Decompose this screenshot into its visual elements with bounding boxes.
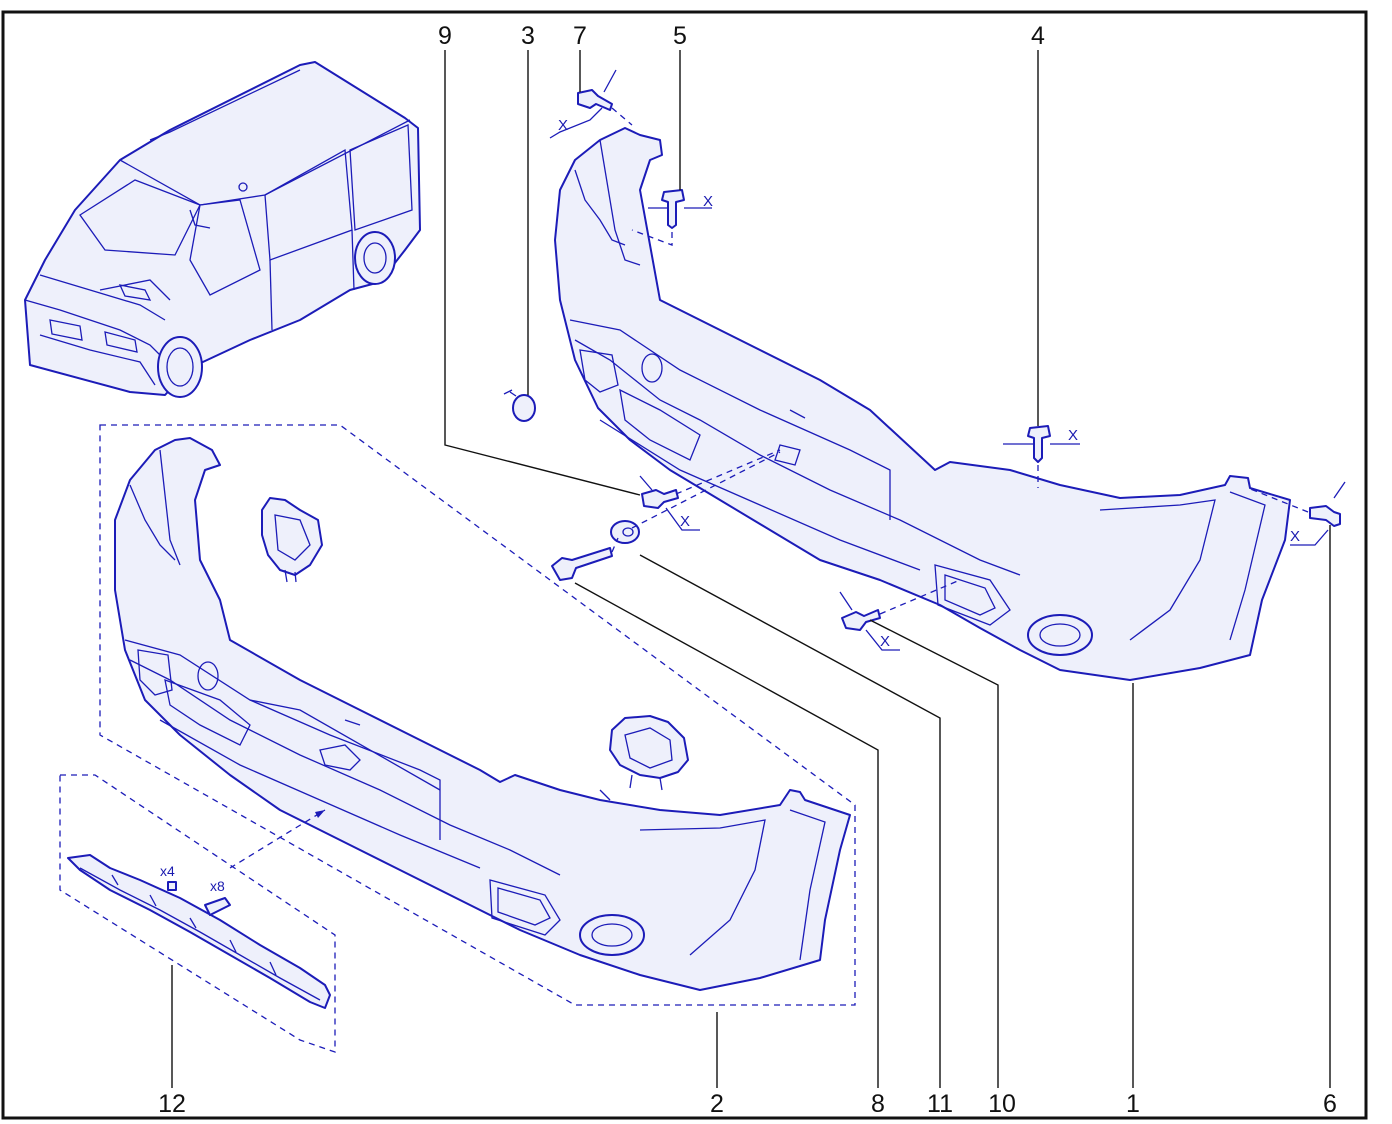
bumper-assembled (554, 127, 1291, 681)
clip-3 (503, 389, 536, 422)
diagram-border (1, 10, 1368, 1120)
callout-10: 10 (988, 1090, 1016, 1118)
callout-11: 11 (927, 1090, 953, 1118)
leader-lines (171, 50, 1331, 1088)
bolt-8 (551, 547, 613, 581)
fastener-7 (549, 69, 617, 139)
callout-6: 6 (1323, 1090, 1337, 1118)
fastener-6 (1290, 481, 1346, 546)
washer-11 (610, 520, 640, 544)
clips-a-quantity: x4 (160, 863, 175, 879)
callout-1: 1 (1126, 1090, 1140, 1118)
torque-mark-6: X (1290, 528, 1300, 545)
torque-mark-9: X (680, 513, 690, 530)
assembly-12-outline (59, 774, 336, 1053)
fastener-4 (1003, 425, 1080, 463)
fastener-9 (639, 475, 700, 531)
torque-mark-7: X (558, 117, 568, 134)
torque-mark-4: X (1068, 427, 1078, 444)
callout-8: 8 (871, 1090, 885, 1118)
torque-mark-5: X (703, 193, 713, 210)
callout-4: 4 (1031, 22, 1045, 50)
strip-assembly-line (229, 809, 326, 869)
fastener-10 (839, 591, 900, 651)
fastener-5 (648, 189, 712, 229)
callout-7: 7 (573, 22, 587, 50)
callout-9: 9 (438, 22, 452, 50)
callout-5: 5 (673, 22, 687, 50)
torque-mark-10: X (880, 633, 890, 650)
grille-strip (67, 854, 331, 1009)
callout-12: 12 (158, 1090, 186, 1118)
callout-2: 2 (710, 1090, 724, 1118)
callout-3: 3 (521, 22, 535, 50)
assembly-2-outline (99, 424, 856, 1006)
van-illustration (24, 61, 421, 398)
bumper-exploded (114, 437, 851, 991)
clips-b-quantity: x8 (210, 878, 225, 894)
